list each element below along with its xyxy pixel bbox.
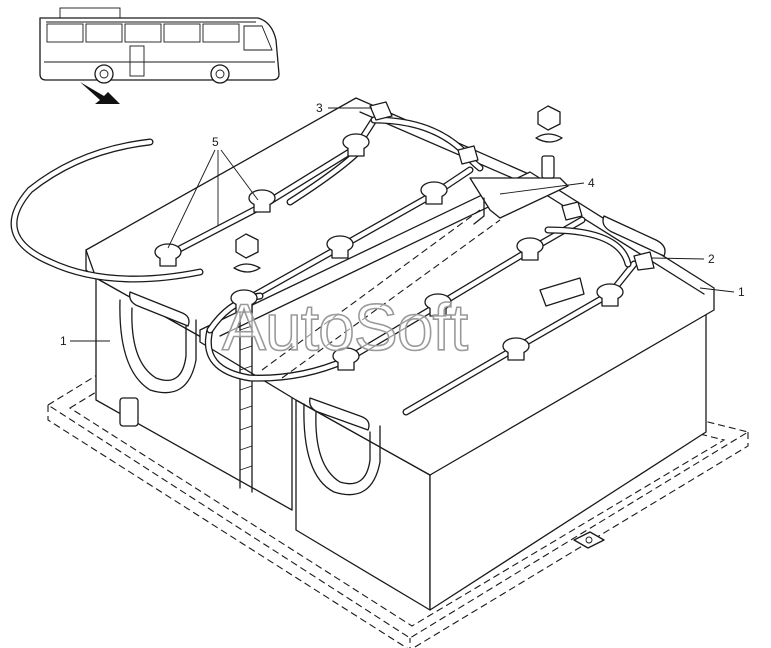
connector-bars bbox=[162, 116, 638, 416]
bus-location-thumbnail bbox=[39, 7, 280, 104]
callout-label-4: 4 bbox=[588, 176, 595, 190]
callout-label-2: 2 bbox=[708, 252, 715, 266]
terminal-cap bbox=[326, 235, 354, 259]
terminal-cap bbox=[342, 133, 370, 157]
terminal-cap bbox=[332, 347, 360, 371]
battery-rear bbox=[85, 97, 557, 511]
callout-label-3: 3 bbox=[316, 101, 323, 115]
terminal-cap bbox=[502, 337, 530, 361]
terminal-cap bbox=[230, 289, 258, 313]
terminal-cap bbox=[424, 293, 452, 317]
watermark: AutoSoft bbox=[222, 290, 468, 364]
battery-front bbox=[199, 171, 715, 611]
callouts: 1 1 2 3 4 5 bbox=[60, 101, 745, 348]
callout-label-1-right: 1 bbox=[738, 285, 745, 299]
hold-down-rod bbox=[233, 233, 261, 493]
terminal-cap bbox=[154, 243, 182, 267]
terminal-cap bbox=[420, 181, 448, 205]
terminal-cap bbox=[596, 283, 624, 307]
loose-cable bbox=[10, 138, 204, 283]
terminal-cap bbox=[248, 189, 276, 213]
battery-terminals bbox=[154, 101, 655, 371]
callout-label-5: 5 bbox=[212, 135, 219, 149]
callout-label-1-left: 1 bbox=[60, 334, 67, 348]
terminal-cap bbox=[516, 237, 544, 261]
